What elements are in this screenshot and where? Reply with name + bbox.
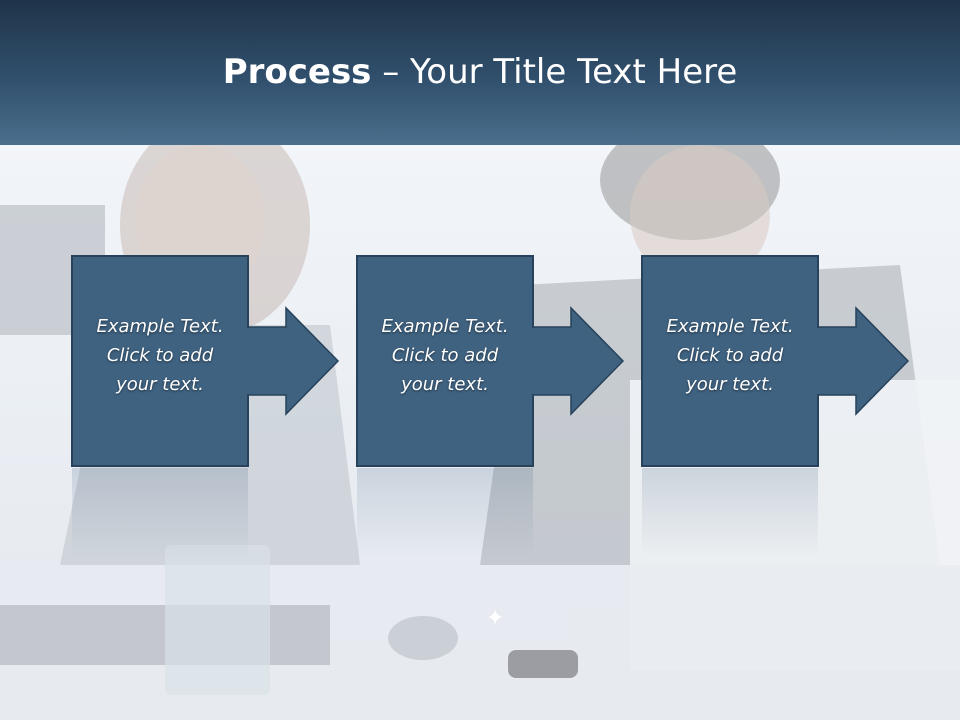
step-text[interactable]: Example Text. Click to add your text.: [666, 316, 794, 395]
process-box: [71, 255, 249, 467]
sparkle-icon: ✦: [486, 606, 505, 631]
process-step-3[interactable]: Example Text. Click to add your text.: [641, 255, 910, 467]
arrow-seam: [244, 328, 250, 394]
process-arrow-shape: [71, 255, 340, 467]
process-arrow: [530, 306, 625, 416]
step-text[interactable]: Example Text. Click to add your text.: [96, 316, 224, 395]
process-arrow-shape: [356, 255, 625, 467]
process-arrow-shape: [641, 255, 910, 467]
process-box: [356, 255, 534, 467]
title-banner: Process – Your Title Text Here: [0, 0, 960, 145]
step-reflection: [72, 468, 248, 558]
process-arrow: [245, 306, 340, 416]
process-box: [641, 255, 819, 467]
step-reflection: [642, 468, 818, 558]
step-reflection: [357, 468, 533, 558]
step-text[interactable]: Example Text. Click to add your text.: [381, 316, 509, 395]
process-step-2[interactable]: Example Text. Click to add your text.: [356, 255, 625, 467]
slide-title[interactable]: Process – Your Title Text Here: [0, 52, 960, 92]
slide-title-rest: – Your Title Text Here: [371, 52, 738, 92]
slide-title-bold: Process: [222, 52, 372, 92]
arrow-seam: [529, 328, 535, 394]
process-step-1[interactable]: Example Text. Click to add your text.: [71, 255, 340, 467]
arrow-seam: [814, 328, 820, 394]
process-arrow: [815, 306, 910, 416]
